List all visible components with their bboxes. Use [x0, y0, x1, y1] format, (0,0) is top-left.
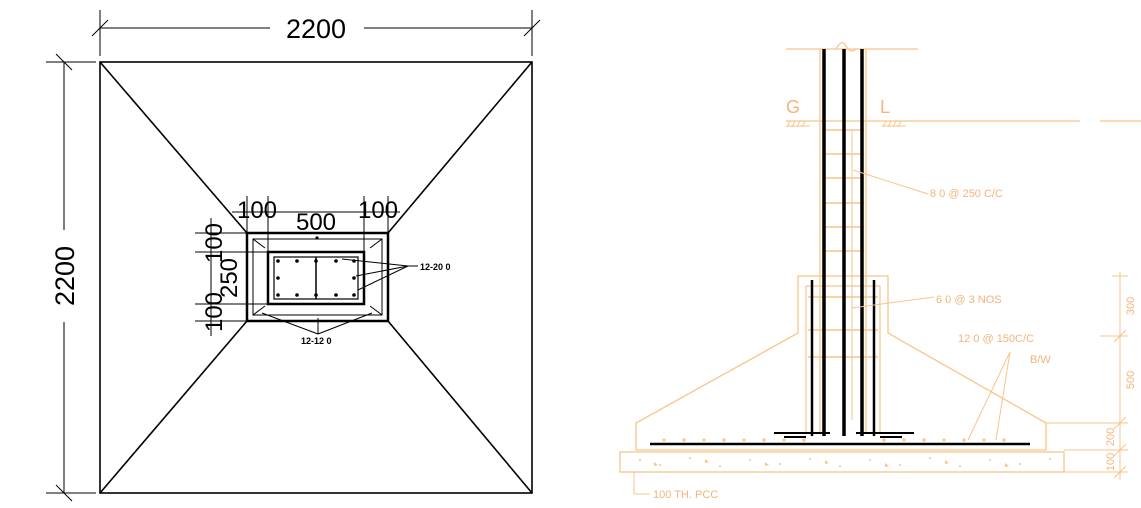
diagonal-bl: [99, 320, 248, 494]
stirrup-label: 8 0 @ 250 C/C: [930, 188, 1003, 200]
column-main-bars: [810, 49, 876, 436]
footing-section: G L: [619, 42, 1141, 501]
footing-plan: 12-20 0 12-12 0 2200 2200: [46, 10, 541, 502]
left-dim-100-bottom: 100: [201, 292, 228, 332]
bar-bends: [774, 432, 914, 438]
mesh-dots: [662, 438, 1006, 442]
diagonal-tr: [387, 61, 533, 234]
ground-hatch: [786, 120, 906, 128]
dim-500: 500: [1125, 371, 1137, 389]
rebar-leaders: [261, 258, 418, 335]
width-dimension: [91, 10, 541, 56]
ground-label-g: G: [786, 97, 800, 117]
ties-label: 6 0 @ 3 NOS: [936, 294, 1002, 306]
pcc-speckle: [639, 457, 1051, 467]
section-leaders: [633, 169, 1011, 495]
section-right-dims: [1046, 272, 1128, 480]
height-dim-label: 2200: [50, 246, 80, 306]
column-outline: [266, 250, 366, 306]
pcc-layer: [619, 451, 1065, 473]
height-dimension: [46, 53, 96, 502]
mesh-label: 12 0 @ 150C/C: [958, 333, 1034, 345]
rebar-bottom-label: 12-12 0: [301, 336, 332, 346]
diagonal-tl: [99, 61, 248, 234]
pcc-label: 100 TH. PCC: [653, 489, 718, 501]
column-bars: [276, 236, 356, 297]
top-dim-100-left: 100: [237, 197, 277, 224]
left-dim-100-top: 100: [201, 223, 228, 263]
dim-100: 100: [1105, 453, 1117, 471]
pedestal-top-dims: [232, 196, 400, 252]
ground-label-l: L: [880, 97, 890, 117]
pedestal-left-dims: [195, 218, 268, 336]
top-dim-500: 500: [296, 209, 336, 236]
width-dim-label: 2200: [286, 14, 346, 44]
mesh-label-bw: B/W: [1030, 354, 1051, 366]
dim-300: 300: [1125, 297, 1137, 315]
rebar-top-label: 12-20 0: [420, 262, 451, 272]
diagonal-br: [387, 320, 533, 494]
left-dim-250: 250: [216, 258, 243, 298]
top-dim-100-right: 100: [358, 197, 398, 224]
footing-outline: [99, 61, 533, 494]
dim-200: 200: [1105, 428, 1117, 446]
pedestal-bottom-bars: [252, 238, 383, 316]
footing-profile: [635, 275, 1047, 451]
